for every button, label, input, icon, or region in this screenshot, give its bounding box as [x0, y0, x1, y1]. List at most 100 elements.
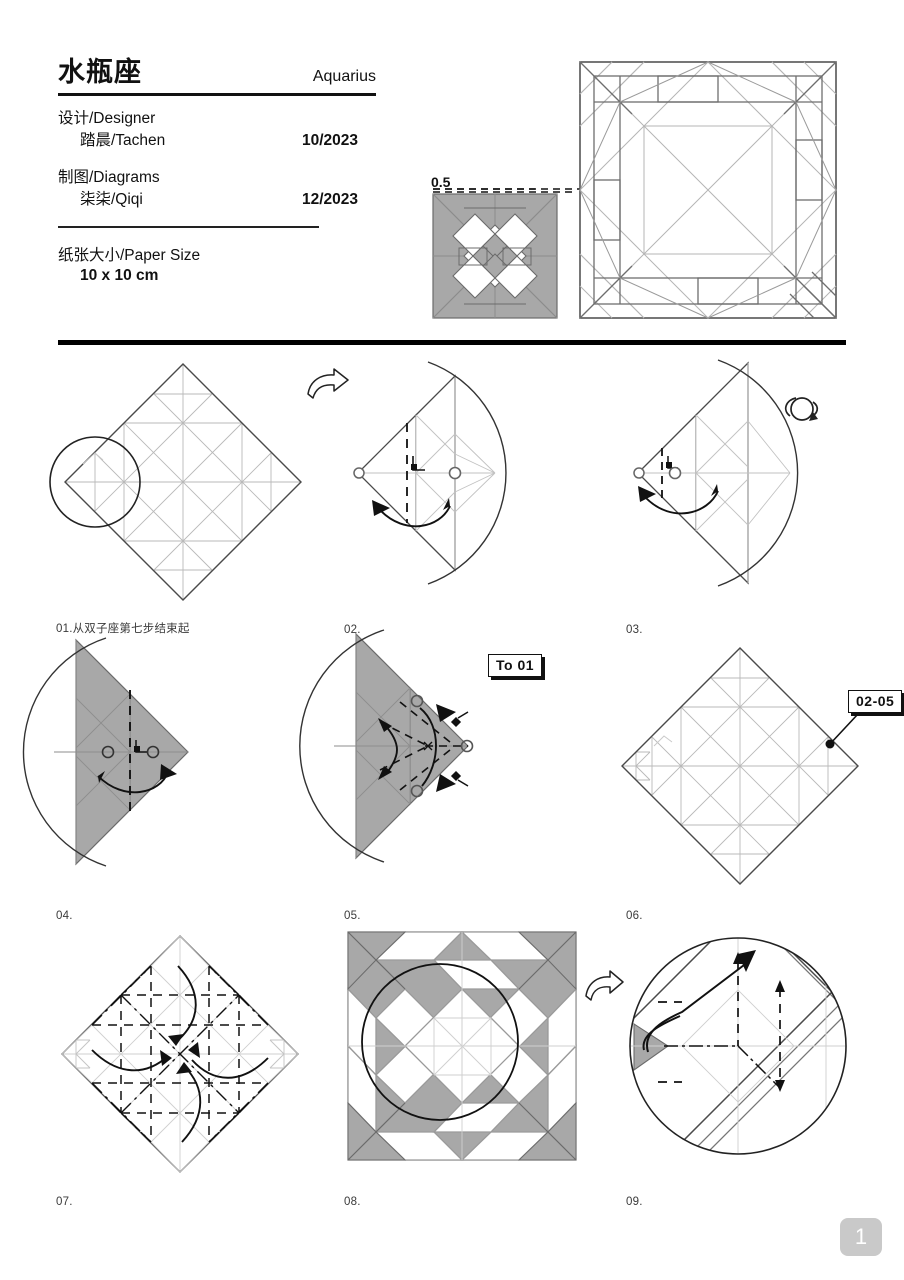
reference-point [633, 467, 645, 479]
diagrams-group: 制图/Diagrams 柒柒/Qiqi 12/2023 [58, 168, 376, 211]
mountain-fold-lines [91, 965, 269, 1143]
arrow-heads [160, 1034, 200, 1074]
reference-point [460, 739, 474, 753]
step-09-caption: 09. [626, 1196, 643, 1208]
small-crease-mark [653, 735, 673, 747]
valley-fold-lines [92, 966, 268, 1142]
step-06-caption: 06. [626, 910, 643, 922]
step-05-art [299, 629, 474, 863]
step-08-caption: 08. [344, 1196, 361, 1208]
magnified-region [630, 938, 846, 1154]
step-09-art [629, 937, 847, 1155]
steps-grid: 01.从双子座第七步结束起 [0, 352, 904, 1210]
header-rule [58, 93, 376, 96]
step-02-caption: 02. [344, 624, 361, 636]
step-02: 02. [338, 352, 628, 638]
corner-diagonals [347, 931, 577, 1161]
crease-lines [621, 647, 859, 885]
designer-name: 踏晨/Tachen [80, 131, 166, 149]
magnifier-circle [361, 963, 519, 1121]
step-02-art [353, 361, 507, 585]
step-05: To 01 05. [299, 629, 628, 924]
step-01-caption: 01.从双子座第七步结束起 [56, 623, 190, 635]
magnifier-arc [717, 359, 799, 587]
step-row-1: 01.从双子座第七步结束起 [0, 352, 904, 638]
magnify-arrow-icon [585, 970, 624, 1001]
unfold-arrow [642, 950, 756, 1053]
magnified-wedge [637, 359, 799, 587]
title-row: 水瓶座 Aquarius [58, 50, 376, 93]
step-04-art [22, 637, 189, 867]
step-04-caption: 04. [56, 910, 73, 922]
mountain-fold-lines [664, 1045, 781, 1089]
center-mark [423, 741, 433, 751]
dimension-label: 0.5 [431, 174, 451, 190]
page-title-en: Aquarius [312, 68, 376, 85]
magnifier-arc [22, 637, 107, 867]
paper-outline [64, 363, 302, 601]
designer-label: 设计/Designer [58, 110, 156, 127]
arrow-heads [378, 704, 456, 792]
valley-fold-lines [658, 960, 781, 1084]
magnified-wedge [22, 637, 189, 867]
crease-lines [64, 363, 302, 601]
designer-date: 10/2023 [301, 131, 358, 149]
step-06: 02-05 06. [620, 638, 904, 924]
fold-arrow [638, 484, 719, 515]
designer-group: 设计/Designer 踏晨/Tachen 10/2023 [58, 109, 376, 152]
callout-leader [825, 713, 859, 749]
to-01-callout: To 01 [488, 654, 543, 677]
page-title-cn: 水瓶座 [58, 57, 142, 87]
step-08: 08. [338, 924, 628, 1210]
step-03: 03. [620, 352, 904, 638]
step-03-caption: 03. [626, 624, 643, 636]
page-number-badge: 1 [840, 1218, 882, 1256]
step-09: 09. [620, 924, 904, 1210]
paper-group: 纸张大小/Paper Size 10 x 10 cm [58, 243, 376, 285]
fold-tick-marks [450, 711, 469, 787]
diagrams-label: 制图/Diagrams [58, 168, 160, 186]
magnified-wedge [299, 629, 469, 863]
right-angle-marker [134, 740, 148, 753]
magnified-wedge [357, 361, 507, 585]
reference-point [146, 745, 160, 759]
step-row-2: 04. [0, 629, 904, 924]
small-crease-mark [82, 452, 104, 465]
reference-point [668, 466, 682, 480]
magnifier-circle [629, 937, 847, 1155]
main-divider [58, 340, 846, 345]
crease-pattern-thumbnail [579, 61, 837, 319]
step-01: 01.从双子座第七步结束起 [49, 352, 349, 638]
header: 水瓶座 Aquarius 设计/Designer 踏晨/Tachen 10/20… [58, 50, 376, 285]
fold-arrow [372, 498, 451, 528]
finished-model-thumbnail [432, 193, 558, 319]
magnify-arrow-icon [307, 368, 349, 399]
corner-creases [61, 935, 299, 1173]
reference-point [448, 466, 462, 480]
step-07: 07. [50, 924, 340, 1210]
turn-over-icon [784, 397, 819, 421]
steps-02-05-callout: 02-05 [848, 690, 903, 713]
paper-size-value: 10 x 10 cm [80, 266, 159, 284]
diagrams-date: 12/2023 [301, 190, 358, 208]
fold-arrow [97, 764, 177, 794]
diagrams-line: 柒柒/Qiqi 12/2023 [58, 189, 376, 211]
step-07-caption: 07. [56, 1196, 73, 1208]
preview-area: 0.5 [415, 55, 875, 330]
reference-point [410, 694, 424, 708]
step-01-art [49, 363, 349, 601]
step-07-art [61, 935, 299, 1173]
step-04: 04. [22, 637, 340, 924]
designer-line: 踏晨/Tachen 10/2023 [58, 130, 376, 152]
reference-point [101, 745, 115, 759]
dash-arrowheads [733, 952, 785, 1092]
step-03-art [633, 359, 819, 587]
magnifier-circle [49, 436, 141, 528]
right-angle-marker [411, 456, 425, 471]
step-08-art [347, 931, 624, 1161]
center-creases [348, 932, 576, 1160]
diagrams-name: 柒柒/Qiqi [80, 190, 143, 208]
reference-point [410, 784, 424, 798]
magnifier-arc [299, 629, 385, 863]
